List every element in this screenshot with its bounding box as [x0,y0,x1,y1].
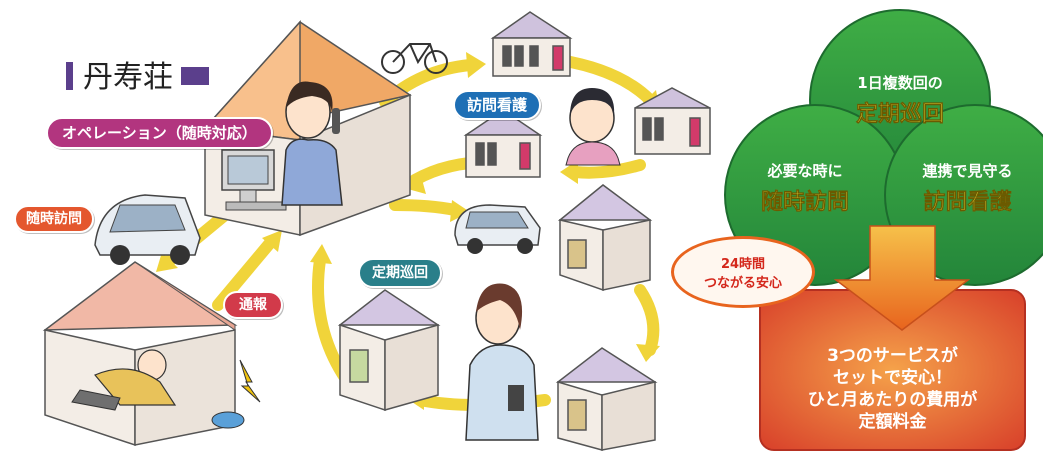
package-box-text: 3つのサービスが セットで安心！ ひと月あたりの費用が 定額料金 [765,345,1020,433]
box-line4: 定額料金 [858,412,927,432]
tree-top-line2: 定期巡回 [855,102,945,128]
arrow-nurse-house-2 [569,159,646,179]
box-line2: セットで安心！ [833,368,952,388]
car-patrol [454,204,541,254]
tree-right-line2: 訪問看護 [923,190,1012,216]
tree-left-line1: 必要な時に [767,162,843,180]
nurse-figure [565,88,621,166]
tree-top-line1: 1日複数回の [857,74,943,92]
bubble-line1: 24時間 [720,257,766,272]
arrow-nurse-house-1 [554,54,656,106]
down-arrow-shape [833,225,971,331]
regular-patrol-label: 定期巡回 [358,258,442,288]
car-adhoc [94,194,201,265]
tree-right-line1: 連携で見守る [922,162,1013,180]
bicycle [381,43,448,74]
24h-bubble: 24時間 つながる安心 [671,236,815,308]
arrow-office-to-car [389,199,461,216]
client-home [42,261,261,447]
box-line1: 3つのサービスが [827,346,958,366]
bubble-line2: つながる安心 [703,276,782,291]
office-building [203,20,412,237]
facility-name: 丹寿荘 [66,52,209,96]
visit-nursing-label: 訪問看護 [453,90,542,120]
facility-bar-right [181,67,209,85]
tree-left-line2: 随時訪問 [760,190,850,216]
facility-name-text: 丹寿荘 [83,60,173,95]
operation-label: オペレーション（随時対応） [46,117,273,149]
report-label: 通報 [223,291,283,319]
box-line3: ひと月あたりの費用が [807,390,978,410]
houses-patrol [337,184,658,451]
care-worker-figure [465,283,539,441]
facility-bar-left [66,62,73,90]
houses-nursing [463,11,711,178]
arrow-patrol-down [634,284,660,356]
adhoc-visit-label: 随時訪問 [14,205,94,233]
